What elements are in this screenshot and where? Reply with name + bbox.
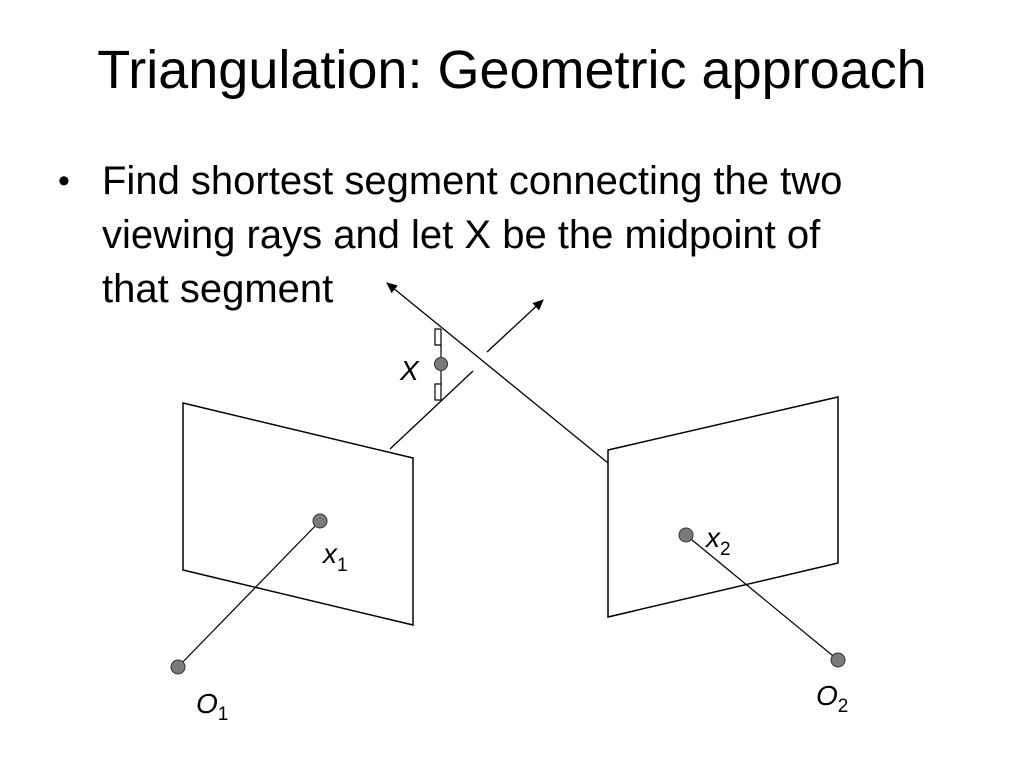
bullet-line-2: viewing rays and let X be the midpoint o… <box>102 213 821 257</box>
label-x2-base: x <box>704 522 721 553</box>
label-O2-base: O <box>816 680 838 711</box>
label-O2-sub: 2 <box>838 696 849 717</box>
right-ray-lower <box>685 534 839 661</box>
left-ray-arrow <box>486 299 544 353</box>
label-x1-base: x <box>321 538 338 569</box>
point-x2 <box>678 527 694 543</box>
bullet-dot: • <box>58 162 70 200</box>
right-image-plane <box>607 396 839 618</box>
label-O2: O2 <box>816 680 848 717</box>
label-x2-sub: 2 <box>720 539 731 560</box>
left-ray-upper <box>389 370 474 450</box>
slide-title: Triangulation: Geometric approach <box>97 40 927 100</box>
label-O1-base: O <box>196 688 218 719</box>
point-x1 <box>312 513 328 529</box>
segment-bracket-top <box>434 328 441 346</box>
label-x1-sub: 1 <box>337 555 348 576</box>
left-ray-lower <box>177 520 321 668</box>
midpoint-X <box>434 357 448 371</box>
bullet-list: • Find shortest segment connecting the t… <box>58 154 968 316</box>
camera-center-O2 <box>830 652 846 668</box>
bullet-item: • Find shortest segment connecting the t… <box>58 154 968 316</box>
camera-center-O1 <box>170 659 186 675</box>
right-ray-upper <box>386 282 609 464</box>
label-x1: x1 <box>321 538 348 576</box>
label-X: X <box>399 355 420 386</box>
bullet-line-1: Find shortest segment connecting the two <box>102 159 843 203</box>
left-image-plane <box>182 402 414 626</box>
label-O1: O1 <box>196 688 228 725</box>
label-O1-sub: 1 <box>218 704 229 725</box>
bullet-line-3: that segment <box>102 267 334 311</box>
segment-bracket-bottom <box>434 383 441 401</box>
label-x2: x2 <box>704 522 731 560</box>
